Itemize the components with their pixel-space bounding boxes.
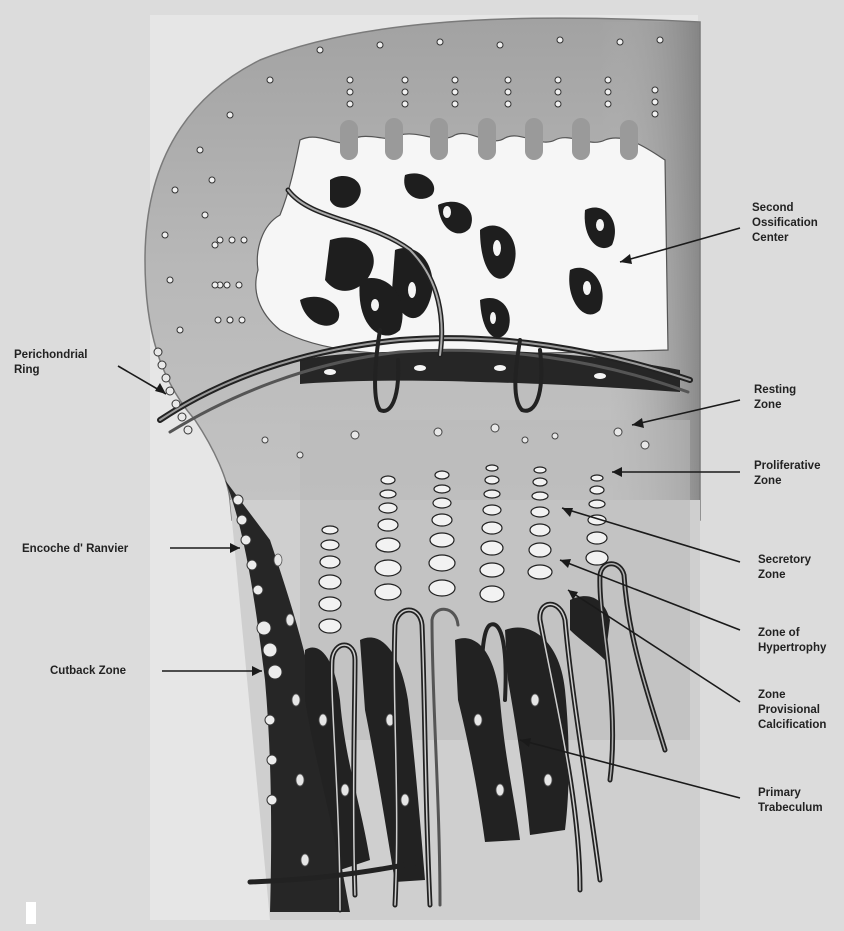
label-line: Proliferative — [754, 459, 820, 474]
label-line: Trabeculum — [758, 801, 823, 816]
label-line: Resting — [754, 383, 796, 398]
label-line: Calcification — [758, 718, 826, 733]
label-line: Zone — [754, 398, 796, 413]
label-zone-of-hypertrophy: Zone of Hypertrophy — [758, 626, 826, 656]
label-line: Zone of — [758, 626, 826, 641]
label-line: Secretory — [758, 553, 811, 568]
label-line: Ossification — [752, 216, 818, 231]
label-line: Second — [752, 201, 818, 216]
label-line: Zone — [758, 568, 811, 583]
label-line: Center — [752, 231, 818, 246]
label-cutback-zone: Cutback Zone — [50, 664, 126, 679]
label-encoche-ranvier: Encoche d' Ranvier — [22, 542, 128, 557]
label-perichondrial-ring: Perichondrial Ring — [14, 348, 88, 378]
label-resting-zone: Resting Zone — [754, 383, 796, 413]
label-line: Zone — [754, 474, 820, 489]
label-line: Zone — [758, 688, 826, 703]
label-line: Encoche d' Ranvier — [22, 542, 128, 557]
label-proliferative-zone: Proliferative Zone — [754, 459, 820, 489]
corner-marker — [26, 902, 36, 924]
label-line: Hypertrophy — [758, 641, 826, 656]
label-line: Primary — [758, 786, 823, 801]
label-line: Provisional — [758, 703, 826, 718]
label-line: Cutback Zone — [50, 664, 126, 679]
label-zone-provisional-calcification: Zone Provisional Calcification — [758, 688, 826, 733]
label-secretory-zone: Secretory Zone — [758, 553, 811, 583]
label-second-ossification-center: Second Ossification Center — [752, 201, 818, 246]
label-primary-trabeculum: Primary Trabeculum — [758, 786, 823, 816]
label-line: Perichondrial — [14, 348, 88, 363]
label-line: Ring — [14, 363, 88, 378]
